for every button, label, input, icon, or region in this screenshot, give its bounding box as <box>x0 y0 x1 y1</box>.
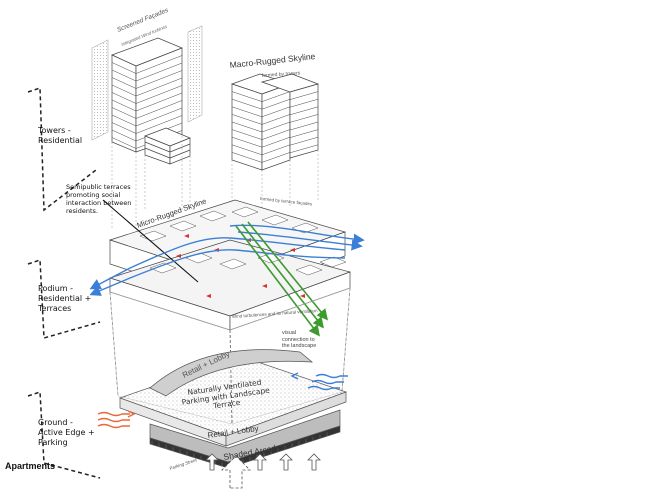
label-ground: Ground - Active Edge + Parking <box>38 418 95 447</box>
retail-band <box>149 409 341 469</box>
floor-line <box>111 107 137 119</box>
floor-line <box>261 91 291 102</box>
floor-line <box>111 122 137 134</box>
floor-line <box>289 144 319 154</box>
floor-line <box>135 92 183 112</box>
floor-line <box>289 91 319 100</box>
floor-line <box>261 106 291 118</box>
label-semipublic-terraces: Semipublic terraces promoting social int… <box>66 183 132 215</box>
podium-units <box>139 206 347 276</box>
floor-line <box>231 121 263 133</box>
floor-line <box>289 121 319 131</box>
heat-arrows-orange <box>97 410 136 429</box>
podium-unit <box>319 256 347 268</box>
floor-line <box>135 62 183 82</box>
podium-unit <box>295 264 323 276</box>
label-wind-note: Wind turbulences and its natural ventila… <box>232 308 318 319</box>
floor-line <box>111 92 137 104</box>
floor-line <box>261 152 291 163</box>
floor-line <box>111 84 137 97</box>
floor-line <box>261 129 291 140</box>
floor-line <box>135 85 183 104</box>
floor-line <box>135 77 183 97</box>
podium-unit <box>257 252 285 264</box>
podium-unit <box>219 258 247 270</box>
floor-line <box>111 99 137 112</box>
floor-line <box>289 98 319 108</box>
floor-line <box>231 91 263 102</box>
wind-arrows-ground <box>290 372 348 391</box>
terrace-marker <box>290 248 295 252</box>
floor-line <box>231 106 263 118</box>
projection-lines <box>111 136 319 228</box>
label-micro-skyline-sub: formed by terrace façades <box>260 196 313 207</box>
floor-line <box>135 115 183 134</box>
floor-line <box>135 55 183 74</box>
floor-line <box>289 136 319 146</box>
floor-line <box>111 129 137 142</box>
floor-line <box>111 114 137 127</box>
floor-line <box>261 98 291 110</box>
section-bracket-podium <box>27 258 101 339</box>
section-bracket-ground <box>27 390 101 479</box>
floor-line <box>289 129 319 138</box>
floor-line <box>135 107 183 127</box>
terrace-marker <box>184 234 189 238</box>
floor-line <box>231 136 263 148</box>
label-macro-skyline-sub: formed by towers <box>262 70 301 79</box>
floor-line <box>135 70 183 89</box>
floor-line <box>231 152 263 163</box>
visual-connection-arrows <box>235 221 329 337</box>
floor-line <box>135 100 183 119</box>
floor-line <box>261 144 291 156</box>
label-street: Parking Street <box>169 457 198 471</box>
terrace-marker <box>206 294 211 298</box>
floor-line <box>111 62 137 74</box>
floor-line <box>231 98 263 110</box>
floor-line <box>261 121 291 133</box>
tower-right-floors <box>231 91 319 163</box>
terrace-marker <box>300 294 305 298</box>
terrace-pointer-line <box>102 199 199 283</box>
residential-tower-right <box>230 73 320 171</box>
podium-unit <box>149 262 177 274</box>
terrace-marker <box>176 254 181 258</box>
label-visual-connection: visual connection to the landscape <box>282 330 317 349</box>
terrace-marker <box>262 284 267 288</box>
label-podium: Podium - Residential + Terraces <box>38 284 92 313</box>
floor-line <box>289 114 319 123</box>
floor-line <box>289 106 319 116</box>
floating-block <box>144 127 191 165</box>
podium-unit <box>261 214 289 226</box>
label-macro-skyline: Macro-Rugged Skyline <box>229 51 316 70</box>
section-bracket-towers <box>27 86 97 212</box>
floor-line <box>231 129 263 140</box>
entry-arrows <box>205 453 321 489</box>
residential-tower-left <box>111 37 183 153</box>
floor-line <box>261 136 291 148</box>
floor-line <box>111 69 137 82</box>
label-apartments: Apartments <box>5 461 56 471</box>
floor-line <box>111 77 137 89</box>
podium-unit <box>199 210 227 222</box>
podium-unit <box>231 206 259 218</box>
podium-unit <box>169 220 197 232</box>
label-towers: Towers - Residential <box>38 126 83 145</box>
floor-line <box>111 137 137 149</box>
floor-line <box>231 144 263 156</box>
floor-line <box>231 114 263 125</box>
parking-slab <box>118 349 348 447</box>
screened-facade-panels <box>91 25 203 141</box>
floor-line <box>261 114 291 125</box>
